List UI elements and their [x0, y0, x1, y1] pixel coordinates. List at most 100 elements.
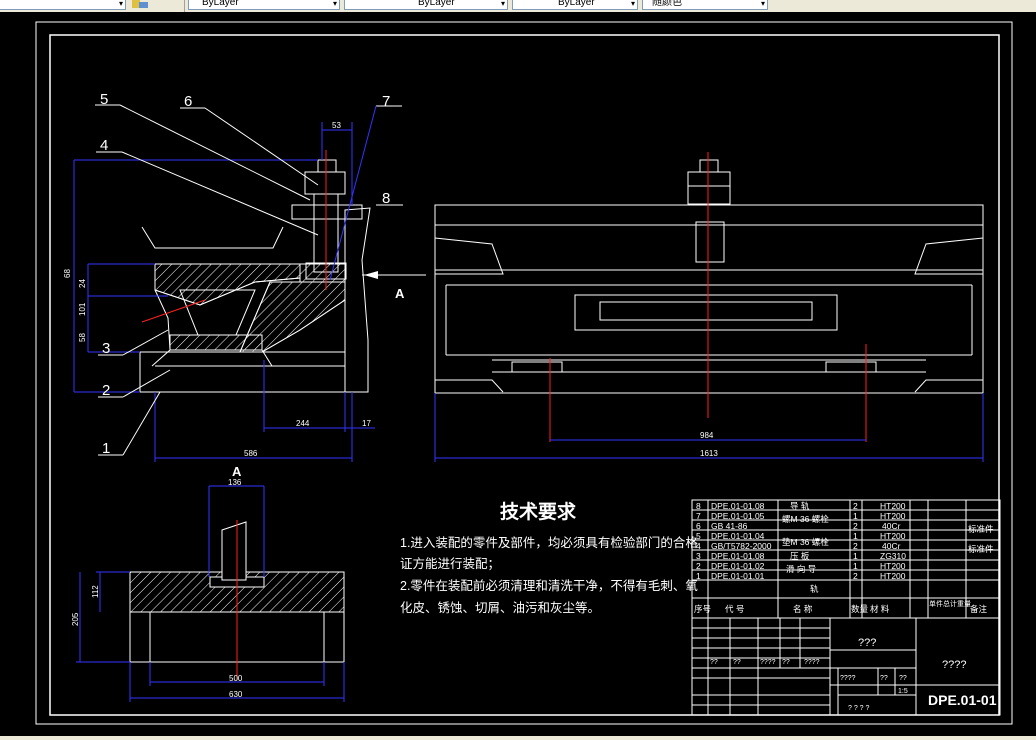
svg-text:螺M 36 螺栓: 螺M 36 螺栓	[782, 514, 829, 524]
svg-text:HT200: HT200	[880, 511, 906, 521]
dim-500: 500	[229, 674, 243, 683]
dim-53: 53	[332, 121, 341, 130]
callout-3: 3	[102, 340, 110, 357]
tech-line-3: 2.零件在装配前必须清理和清洗干净，不得有毛刺、氧	[400, 579, 698, 593]
title-block-text: ??? ???? DPE.01-01 1:5 ?? ?? ???? ?? ???…	[710, 637, 997, 712]
dim-136: 136	[228, 478, 242, 487]
svg-text:??: ??	[782, 659, 790, 666]
callout-4: 4	[100, 137, 108, 154]
svg-text:2: 2	[853, 571, 858, 581]
tech-requirements-title: 技术要求	[500, 502, 577, 523]
drawing-number: DPE.01-01	[928, 692, 997, 708]
dim-984: 984	[700, 431, 714, 440]
tech-line-2: 证方能进行装配；	[400, 557, 501, 571]
callout-2: 2	[102, 382, 110, 399]
dim-17: 17	[362, 419, 371, 428]
view-a-label: A	[232, 464, 242, 479]
dim-630: 630	[229, 690, 243, 699]
svg-text:GB 41-86: GB 41-86	[711, 521, 748, 531]
callout-7: 7	[382, 93, 390, 110]
section-view	[139, 150, 371, 393]
svg-text:4: 4	[696, 541, 701, 551]
chevron-down-icon: ▾	[332, 0, 337, 8]
chevron-down-icon: ▾	[500, 0, 505, 8]
outer-frame	[35, 21, 1013, 725]
svg-text:代 号: 代 号	[725, 604, 744, 614]
svg-text:1:5: 1:5	[898, 688, 908, 695]
svg-text:? ? ? ?: ? ? ? ?	[848, 705, 870, 712]
svg-text:压 板: 压 板	[790, 551, 810, 561]
dim-58: 58	[78, 333, 87, 342]
svg-text:??: ??	[899, 675, 907, 682]
svg-text:标准件: 标准件	[968, 524, 994, 534]
color-dropdown[interactable]: ▾	[0, 0, 126, 10]
svg-text:6: 6	[696, 521, 701, 531]
svg-text:??: ??	[733, 659, 741, 666]
svg-text:3: 3	[696, 551, 701, 561]
lineweight-dropdown[interactable]: ByLayer ▾	[512, 0, 638, 10]
svg-text:备注: 备注	[970, 604, 988, 614]
dim-244: 244	[296, 419, 310, 428]
svg-text:1: 1	[853, 551, 858, 561]
svg-text:????: ????	[942, 659, 966, 671]
svg-text:垫M 36 螺栓: 垫M 36 螺栓	[782, 537, 829, 547]
callout-1: 1	[102, 440, 110, 457]
layer-dropdown[interactable]: ByLayer▾	[188, 0, 340, 10]
svg-text:DPE.01-01.01: DPE.01-01.01	[711, 571, 765, 581]
status-bar	[0, 736, 1036, 740]
svg-text:滑 向 导: 滑 向 导	[786, 564, 817, 574]
svg-text:HT200: HT200	[880, 531, 906, 541]
drawing-canvas[interactable]: 68 24 101 58 53 244 17 586 5 6 4 7 8 3 2…	[0, 12, 1036, 738]
svg-text:??: ??	[880, 675, 888, 682]
tech-line-1: 1.进入装配的零件及部件，均必须具有检验部门的合格	[400, 536, 698, 550]
svg-text:DPE.01-01.05: DPE.01-01.05	[711, 511, 765, 521]
svg-text:导 轨: 导 轨	[790, 501, 810, 511]
bom-text: 8 DPE.01-01.08 导 轨 2 HT200 7 DPE.01-01.0…	[694, 501, 994, 614]
svg-text:????: ????	[760, 659, 776, 666]
svg-text:ZG310: ZG310	[880, 551, 906, 561]
toolbar-separator	[184, 0, 185, 12]
svg-text:2: 2	[853, 501, 858, 511]
svg-text:轨: 轨	[810, 584, 819, 594]
plotstyle-value: 随颜色	[652, 0, 682, 8]
dim-205: 205	[71, 612, 80, 626]
svg-text:DPE.01-01.08: DPE.01-01.08	[711, 501, 765, 511]
svg-text:单件总计重量: 单件总计重量	[929, 599, 971, 608]
dim-24: 24	[78, 279, 87, 288]
inner-frame	[49, 34, 1000, 716]
svg-text:??: ??	[710, 659, 718, 666]
svg-text:DPE.01-01.04: DPE.01-01.04	[711, 531, 765, 541]
side-view	[434, 159, 984, 394]
callout-6: 6	[184, 93, 192, 110]
layer-tools-icon[interactable]	[130, 0, 150, 9]
tech-line-4: 化皮、锈蚀、切屑、油污和灰尘等。	[400, 601, 601, 615]
svg-text:1: 1	[853, 511, 858, 521]
plotstyle-dropdown[interactable]: 随颜色▾	[642, 0, 768, 10]
svg-text:名 称: 名 称	[793, 604, 813, 614]
svg-text:???: ???	[858, 637, 876, 649]
svg-text:2: 2	[853, 521, 858, 531]
chevron-down-icon: ▾	[630, 0, 635, 8]
view-a-dimensions	[76, 485, 345, 702]
svg-text:HT200: HT200	[880, 501, 906, 511]
dim-112: 112	[91, 585, 100, 598]
dim-68: 68	[63, 269, 72, 278]
svg-text:GB/T5782-2000: GB/T5782-2000	[711, 541, 772, 551]
drawing-svg: 68 24 101 58 53 244 17 586 5 6 4 7 8 3 2…	[35, 21, 1013, 725]
svg-text:8: 8	[696, 501, 701, 511]
linetype-dropdown[interactable]: ByLayer ▾	[344, 0, 508, 10]
svg-text:序号: 序号	[694, 604, 711, 614]
lineweight-value: ByLayer	[558, 0, 595, 8]
leader-lines	[95, 104, 426, 456]
properties-toolbar: ▾ ByLayer▾ ByLayer▾ ByLayer▾ 随颜色▾	[0, 0, 1036, 13]
svg-text:DPE.01-01.08: DPE.01-01.08	[711, 551, 765, 561]
svg-text:DPE.01-01.02: DPE.01-01.02	[711, 561, 765, 571]
chevron-down-icon: ▾	[118, 0, 123, 8]
svg-text:数量: 数量	[851, 604, 869, 614]
svg-text:40Cr: 40Cr	[882, 521, 901, 531]
linetype-value: ByLayer	[418, 0, 455, 8]
svg-text:HT200: HT200	[880, 571, 906, 581]
svg-text:标准件: 标准件	[968, 544, 994, 554]
callout-8: 8	[382, 190, 390, 207]
side-dimensions	[434, 393, 984, 462]
